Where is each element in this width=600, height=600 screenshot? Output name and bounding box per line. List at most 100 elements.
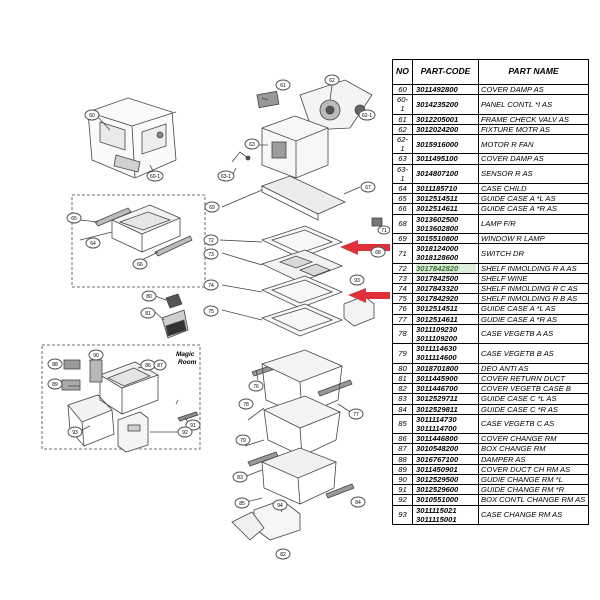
callout-86: 86 bbox=[140, 359, 156, 371]
callout-66: 66 bbox=[132, 258, 148, 270]
part-name: CASE CHANGE RM AS bbox=[478, 504, 589, 525]
svg-text:61: 61 bbox=[280, 83, 286, 89]
part-code: 3011446700 bbox=[412, 383, 479, 395]
callout-62-1: 62-1 bbox=[358, 109, 376, 121]
part-code-value: 3012529500 bbox=[416, 474, 459, 484]
callout-90: 90 bbox=[88, 349, 104, 361]
part-88-damper bbox=[63, 359, 81, 370]
callout-63-1: 63-1 bbox=[217, 170, 235, 182]
callout-89: 89 bbox=[47, 378, 63, 390]
part-no: 80 bbox=[392, 362, 413, 374]
part-code: 3012514611 bbox=[412, 203, 479, 215]
part-75-shelf bbox=[260, 303, 344, 337]
svg-text:94: 94 bbox=[277, 503, 283, 509]
svg-text:80: 80 bbox=[146, 294, 152, 300]
part-63-1-sensor bbox=[231, 151, 251, 163]
part-69-window-lamp bbox=[260, 175, 346, 221]
svg-text:62: 62 bbox=[329, 78, 335, 84]
svg-text:60-1: 60-1 bbox=[150, 174, 160, 180]
part-72-shelf bbox=[260, 225, 344, 259]
part-name: MOTOR R FAN bbox=[478, 134, 589, 155]
part-code-value: 3011492800 bbox=[416, 85, 458, 94]
part-name: FRAME CHECK VALV AS bbox=[478, 113, 589, 125]
part-code: 3015916000 bbox=[412, 134, 479, 155]
part-code-value: 3011114630 bbox=[416, 344, 457, 354]
part-no: 72 bbox=[392, 262, 413, 274]
part-no: 76 bbox=[392, 303, 413, 315]
part-no: 68 bbox=[392, 213, 413, 235]
part-name: COVER RETURN DUCT bbox=[478, 372, 589, 385]
part-81-cover-return bbox=[161, 309, 189, 339]
part-name: DAMPER AS bbox=[478, 453, 589, 465]
part-no: 75 bbox=[392, 293, 413, 305]
arrow-to-row-72 bbox=[340, 240, 390, 255]
arrow-to-row-75 bbox=[348, 288, 390, 303]
part-74-shelf bbox=[260, 275, 344, 309]
svg-text:66: 66 bbox=[137, 262, 143, 268]
table-header-row: NO PART-CODE PART NAME bbox=[392, 59, 589, 85]
part-code: 3011450901 bbox=[412, 463, 479, 475]
part-code: 3012205001 bbox=[412, 113, 479, 125]
part-code-value: 3017842500 bbox=[416, 273, 459, 283]
part-no: 93 bbox=[392, 504, 413, 525]
part-name: BOX CONTL CHANGE RM AS bbox=[478, 494, 589, 506]
callout-72: 72 bbox=[203, 234, 219, 246]
part-code-value: 3012514511 bbox=[416, 194, 458, 204]
part-code-value: 3012529811 bbox=[416, 404, 458, 414]
svg-text:88: 88 bbox=[52, 362, 58, 368]
part-code-value: 3011109230 bbox=[416, 324, 458, 334]
part-no: 91 bbox=[392, 484, 413, 496]
part-no: 69 bbox=[392, 233, 413, 245]
part-66-guide bbox=[154, 235, 193, 257]
part-code-value: 3011446700 bbox=[416, 384, 458, 394]
svg-text:79: 79 bbox=[240, 438, 246, 444]
part-name: SHELF INMOLDING R C AS bbox=[478, 283, 589, 295]
part-no: 63 bbox=[392, 153, 413, 165]
header-part-name: PART NAME bbox=[478, 59, 589, 85]
part-name: CASE VEGETB A AS bbox=[478, 323, 589, 345]
callout-76: 76 bbox=[248, 380, 264, 392]
part-code-value: 3017842920 bbox=[416, 294, 459, 304]
part-no: 71 bbox=[392, 243, 413, 264]
part-code-value: 3018124000 bbox=[416, 244, 459, 254]
part-65-guide bbox=[94, 207, 132, 227]
part-code: 3012529600 bbox=[412, 484, 479, 496]
callout-78: 78 bbox=[238, 398, 254, 410]
part-85-case-vegetb-c bbox=[260, 447, 338, 505]
part-code: 3014807100 bbox=[412, 163, 479, 185]
part-name: GUIDE CASE A *L AS bbox=[478, 303, 589, 315]
svg-text:63: 63 bbox=[249, 142, 255, 148]
part-code-value: 3012529600 bbox=[416, 485, 459, 495]
part-94-part bbox=[231, 511, 265, 541]
svg-text:82: 82 bbox=[280, 552, 286, 558]
callout-81: 81 bbox=[140, 307, 156, 319]
part-no: 63-1 bbox=[392, 163, 413, 185]
svg-text:86: 86 bbox=[145, 363, 151, 369]
part-code-value: 3011445900 bbox=[416, 373, 458, 383]
svg-text:76: 76 bbox=[253, 384, 259, 390]
part-73-shelf-wine bbox=[260, 249, 344, 283]
part-code: 3014235200 bbox=[412, 94, 479, 115]
part-no: 78 bbox=[392, 323, 413, 345]
svg-text:91: 91 bbox=[190, 423, 196, 429]
part-60-cover-damp bbox=[87, 97, 177, 179]
svg-text:71: 71 bbox=[381, 228, 387, 234]
group-box-magic-room bbox=[41, 344, 201, 450]
part-code: 3012514511 bbox=[412, 193, 479, 205]
part-code-value: 3016767100 bbox=[416, 454, 459, 464]
